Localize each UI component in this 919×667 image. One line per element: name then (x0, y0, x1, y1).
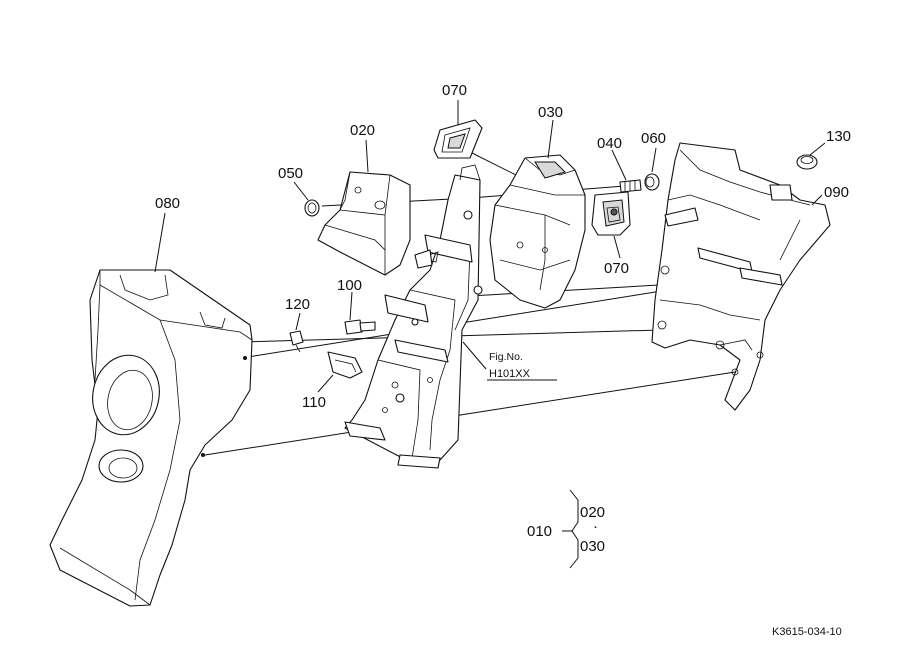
fig-ref-label: Fig.No. (489, 351, 523, 363)
part-030-center-shroud (489, 154, 586, 309)
steering-column-frame (344, 164, 483, 469)
callout-070-lower: 070 (604, 260, 629, 277)
assembly-child-020: 020 (580, 504, 605, 521)
callout-020: 020 (350, 122, 375, 139)
part-040-bolt (619, 179, 642, 193)
part-090-right-panel (651, 142, 831, 411)
callout-030: 030 (538, 104, 563, 121)
callout-leaders (154, 100, 826, 393)
callout-100: 100 (337, 277, 362, 294)
callout-040: 040 (597, 135, 622, 152)
assembly-group-010: 010 020 · 030 (527, 489, 605, 569)
part-100-bolt (344, 319, 376, 335)
callout-060: 060 (641, 130, 666, 147)
fig-ref-number: H101XX (489, 368, 531, 380)
fig-reference: Fig.No. H101XX (487, 351, 557, 381)
part-060-cap (644, 173, 660, 191)
part-110-clip (327, 351, 363, 379)
assembly-child-030: 030 (580, 538, 605, 555)
callout-090: 090 (824, 184, 849, 201)
callout-080: 080 (155, 195, 180, 212)
callout-050: 050 (278, 165, 303, 182)
assembly-parent: 010 (527, 523, 552, 540)
callout-120: 120 (285, 296, 310, 313)
drawing-number: K3615-034-10 (772, 626, 842, 638)
callout-070-top: 070 (442, 82, 467, 99)
part-080-left-cover (49, 269, 253, 607)
part-070-top-boot (433, 119, 483, 159)
part-120-screw (289, 330, 304, 353)
part-050-plug (304, 199, 320, 217)
assembly-separator: · (593, 518, 598, 535)
part-070-shift-boot (591, 191, 631, 236)
part-130-cap (796, 154, 818, 170)
callout-110: 110 (302, 394, 326, 411)
part-020-upper-cover (317, 171, 411, 276)
callout-130: 130 (826, 128, 851, 145)
